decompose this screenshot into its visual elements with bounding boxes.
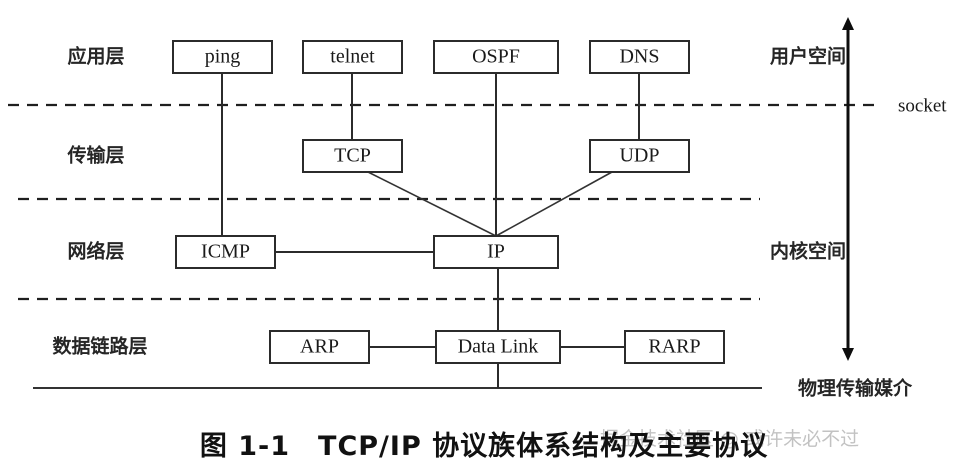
node-telnet[interactable]: telnet bbox=[302, 40, 403, 74]
node-icmp-label: ICMP bbox=[201, 241, 250, 263]
node-ospf-label: OSPF bbox=[472, 46, 520, 68]
user-kernel-span-arrow bbox=[842, 17, 854, 361]
node-datalink-label: Data Link bbox=[458, 336, 539, 358]
node-udp[interactable]: UDP bbox=[589, 139, 690, 173]
space-annotations: 用户空间 内核空间 socket 物理传输媒介 bbox=[770, 45, 947, 400]
layer-label-network: 网络层 bbox=[67, 240, 124, 263]
node-ip-label: IP bbox=[487, 241, 505, 263]
node-icmp[interactable]: ICMP bbox=[175, 235, 276, 269]
node-icmp-box[interactable] bbox=[175, 235, 276, 269]
span-arrow-down-head bbox=[842, 348, 854, 361]
protocol-nodes: ping telnet OSPF DNS TCP UDP bbox=[172, 40, 725, 364]
node-ip-box[interactable] bbox=[433, 235, 559, 269]
node-tcp-label: TCP bbox=[334, 145, 371, 167]
node-tcp[interactable]: TCP bbox=[302, 139, 403, 173]
node-ospf-box[interactable] bbox=[433, 40, 559, 74]
node-telnet-box[interactable] bbox=[302, 40, 403, 74]
node-datalink-box[interactable] bbox=[435, 330, 561, 364]
layer-labels: 应用层 传输层 网络层 数据链路层 bbox=[52, 45, 147, 358]
annotation-physical-media: 物理传输媒介 bbox=[798, 377, 913, 400]
annotation-kernel-space: 内核空间 bbox=[770, 240, 846, 263]
node-ospf[interactable]: OSPF bbox=[433, 40, 559, 74]
connection-udp-to-ip bbox=[495, 171, 613, 237]
connection-tcp-to-ip bbox=[367, 171, 497, 237]
node-rarp[interactable]: RARP bbox=[624, 330, 725, 364]
node-udp-label: UDP bbox=[619, 145, 659, 167]
node-rarp-label: RARP bbox=[648, 336, 700, 358]
node-dns-label: DNS bbox=[619, 46, 659, 68]
layer-label-datalink: 数据链路层 bbox=[52, 335, 147, 358]
node-dns[interactable]: DNS bbox=[589, 40, 690, 74]
node-dns-box[interactable] bbox=[589, 40, 690, 74]
node-udp-box[interactable] bbox=[589, 139, 690, 173]
node-datalink[interactable]: Data Link bbox=[435, 330, 561, 364]
span-arrow-up-head bbox=[842, 17, 854, 30]
node-ping-box[interactable] bbox=[172, 40, 273, 74]
annotation-socket: socket bbox=[898, 95, 947, 116]
node-rarp-box[interactable] bbox=[624, 330, 725, 364]
node-ping[interactable]: ping bbox=[172, 40, 273, 74]
layer-label-application: 应用层 bbox=[67, 45, 124, 68]
node-tcp-box[interactable] bbox=[302, 139, 403, 173]
node-arp-box[interactable] bbox=[269, 330, 370, 364]
node-telnet-label: telnet bbox=[330, 46, 375, 68]
layer-label-transport: 传输层 bbox=[66, 144, 124, 167]
node-ping-label: ping bbox=[205, 46, 241, 68]
node-ip[interactable]: IP bbox=[433, 235, 559, 269]
node-arp[interactable]: ARP bbox=[269, 330, 370, 364]
layer-dividers bbox=[8, 103, 880, 389]
connections bbox=[221, 73, 640, 388]
figure-caption: 图 1-1 TCP/IP 协议族体系结构及主要协议 bbox=[199, 431, 769, 462]
node-arp-label: ARP bbox=[300, 336, 339, 358]
annotation-user-space: 用户空间 bbox=[770, 45, 846, 68]
